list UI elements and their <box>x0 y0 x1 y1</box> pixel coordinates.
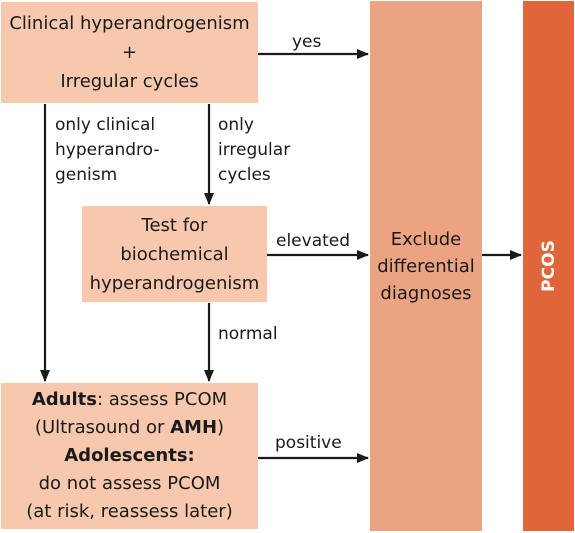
adults-line: Adults: assess PCOM <box>32 386 227 414</box>
edge-label-positive: positive <box>275 433 342 453</box>
box-text-line: diagnoses <box>380 282 472 304</box>
pcos-box: PCOS <box>523 1 574 531</box>
method-line: (Ultrasound or AMH) <box>35 414 224 442</box>
edge-label-line: cycles <box>218 165 271 185</box>
edge-label-line: irregular <box>218 140 291 160</box>
box-text-line: hyperandrogenism <box>89 272 260 294</box>
edge-label-line: hyperandro- <box>55 140 160 160</box>
edge-label-only-irregular: only irregular cycles <box>218 113 290 188</box>
pcos-label: PCOS <box>538 240 559 292</box>
clinical-and-irregular-box: Clinical hyperandrogenism + Irregular cy… <box>1 2 258 103</box>
method-open: (Ultrasound or <box>34 417 171 438</box>
adolescents-line: Adolescents: <box>64 442 195 470</box>
edge-label-line: genism <box>55 165 118 185</box>
box-text-line: Clinical hyperandrogenism <box>9 13 250 34</box>
method-close: ) <box>217 417 225 438</box>
edge-label-line: only <box>218 115 254 135</box>
box-text-line: + <box>121 42 138 63</box>
box-text-line: Test for <box>141 214 208 236</box>
adolescents-colon: : <box>187 445 195 466</box>
adults-text: : assess PCOM <box>96 389 228 410</box>
biochemical-test-box: Test for biochemical hyperandrogenism <box>82 206 267 302</box>
exclude-differential-box: Exclude differential diagnoses <box>370 1 482 531</box>
box-text-line: biochemical <box>120 243 229 265</box>
assess-pcom-box: Adults: assess PCOM (Ultrasound or AMH) … <box>1 383 258 529</box>
amh-label: AMH <box>170 417 218 438</box>
edge-label-elevated: elevated <box>276 231 351 251</box>
edge-label-line: only clinical <box>55 115 156 135</box>
edge-label-normal: normal <box>218 324 278 344</box>
adolescents-text-2: (at risk, reassess later) <box>26 501 233 522</box>
box-text-line: Irregular cycles <box>60 71 199 92</box>
box-text-line: differential <box>377 255 475 277</box>
adolescents-text-1: do not assess PCOM <box>38 473 221 494</box>
adults-label: Adults <box>31 389 97 410</box>
edge-label-yes: yes <box>292 32 322 52</box>
box-text-line: Exclude <box>390 228 462 250</box>
adolescents-label: Adolescents <box>64 445 188 466</box>
edge-label-only-clinical: only clinical hyperandro- genism <box>55 113 160 188</box>
